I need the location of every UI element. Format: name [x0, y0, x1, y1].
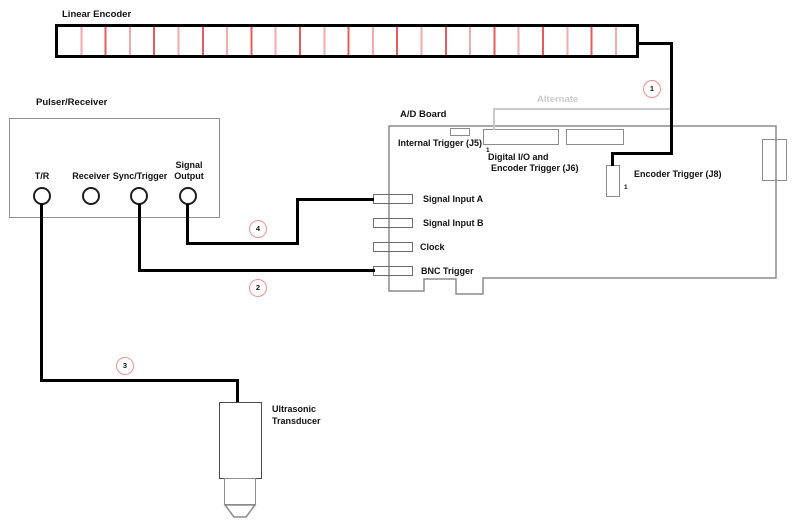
cable-4-segment	[296, 198, 374, 201]
j8-pin1-label: 1	[624, 184, 628, 191]
cable-3-segment	[40, 379, 239, 382]
connection-badge-3: 3	[116, 357, 134, 375]
board-bracket	[762, 139, 787, 181]
alternate-wire-segment	[493, 108, 495, 130]
port-receiver	[82, 187, 100, 205]
internal-trigger-label: Internal Trigger (J5)	[397, 138, 482, 148]
port-tr	[33, 187, 51, 205]
cable-4-segment	[186, 204, 189, 244]
ad-board-outline	[388, 125, 777, 295]
pulser-title: Pulser/Receiver	[36, 97, 108, 108]
cable-3-segment	[236, 379, 239, 404]
alternate-wire-segment	[493, 108, 670, 110]
cable-1-segment	[611, 152, 614, 166]
connection-badge-2: 2	[249, 279, 267, 297]
encoder-title: Linear Encoder	[62, 9, 132, 20]
j6-label-line2: Encoder Trigger (J6)	[491, 163, 579, 173]
cable-1-segment	[611, 152, 673, 155]
j6-label-line1: Digital I/O and	[488, 152, 549, 162]
bnc-label-clock: Clock	[420, 242, 445, 252]
connector-aux	[566, 129, 624, 145]
connector-j6	[483, 129, 559, 145]
alternate-label: Alternate	[537, 94, 579, 105]
bnc-trigger	[373, 266, 413, 276]
cable-4-segment	[186, 242, 299, 245]
cable-2-segment	[138, 204, 141, 271]
bnc-label-signal-input-a: Signal Input A	[423, 194, 484, 204]
j8-label: Encoder Trigger (J8)	[634, 169, 722, 179]
connector-j5	[450, 128, 470, 136]
cable-1-segment	[639, 42, 673, 45]
port-label-receiver: Receiver	[72, 171, 110, 181]
transducer-neck	[224, 478, 256, 505]
port-label-signal-output: Signal Output	[174, 160, 204, 181]
cable-2-segment	[138, 269, 375, 272]
encoder-scale-bar	[55, 24, 639, 58]
bnc-signal-input-b	[373, 218, 413, 228]
board-title: A/D Board	[400, 109, 447, 120]
port-label-sync-trigger: Sync/Trigger	[112, 171, 168, 181]
connection-badge-1: 1	[643, 80, 661, 98]
bnc-label-signal-input-b: Signal Input B	[423, 218, 484, 228]
cable-3-segment	[40, 204, 43, 381]
cable-1-segment	[670, 42, 673, 155]
cable-4-segment	[296, 199, 299, 245]
transducer-tip	[223, 504, 257, 518]
transducer-body	[219, 402, 262, 479]
transducer-label-line1: Ultrasonic	[272, 404, 317, 414]
bnc-signal-input-a	[373, 194, 413, 204]
bnc-label-trigger: BNC Trigger	[421, 266, 474, 276]
transducer-label-line2: Transducer	[272, 416, 321, 426]
port-sync-trigger	[130, 187, 148, 205]
connector-j8	[606, 165, 620, 197]
connection-badge-4: 4	[249, 220, 267, 238]
port-signal-output	[179, 187, 197, 205]
bnc-clock	[373, 242, 413, 252]
j6-pin1-label: 1	[486, 147, 490, 154]
port-label-tr: T/R	[34, 171, 50, 181]
